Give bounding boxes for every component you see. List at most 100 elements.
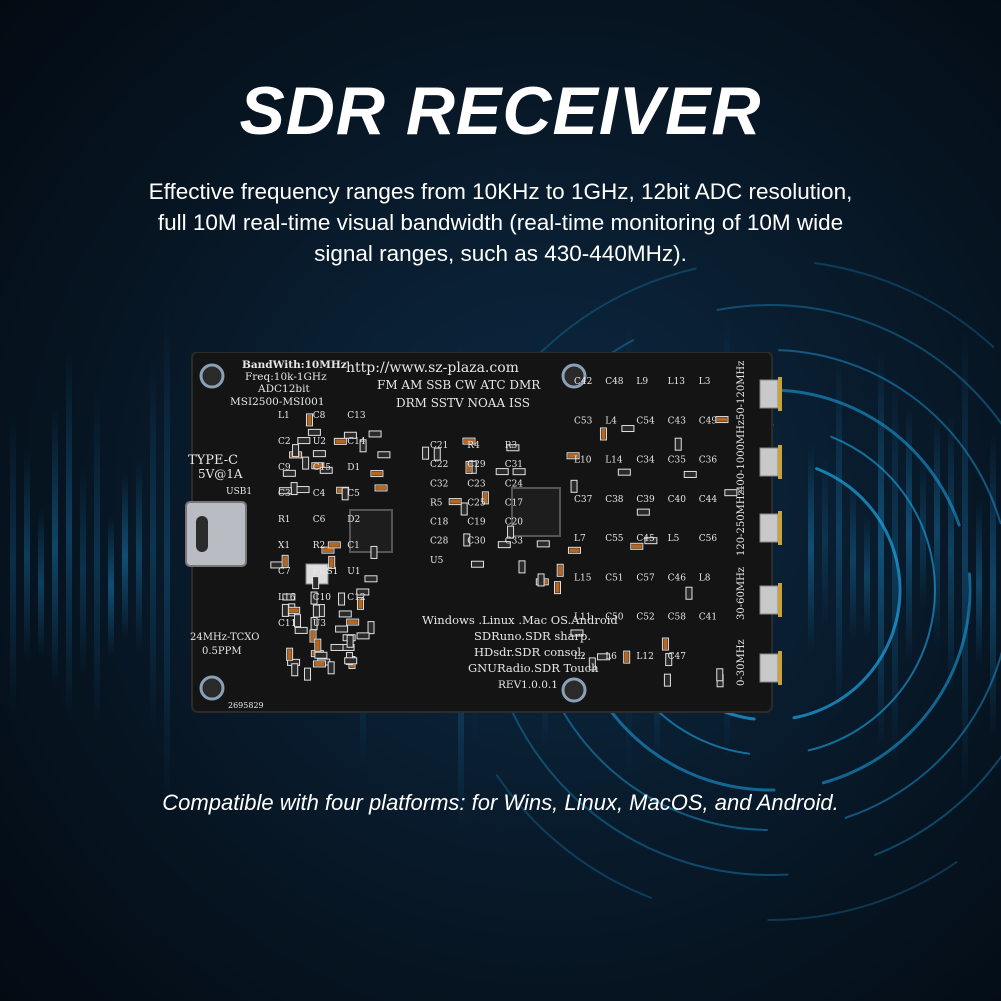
smd-pad xyxy=(518,560,526,574)
smd-pad xyxy=(304,667,312,681)
designator-label: L10 xyxy=(574,456,592,466)
designator-label: C17 xyxy=(505,498,524,508)
mounting-hole xyxy=(199,363,225,389)
smd-pad xyxy=(346,634,354,648)
designator-label: C24 xyxy=(505,479,524,489)
designator-label: L15 xyxy=(574,573,592,583)
equalizer-bar xyxy=(948,409,954,697)
smd-pad xyxy=(463,533,471,547)
smd-pad xyxy=(506,444,520,452)
sma-flange xyxy=(759,447,779,477)
smd-pad xyxy=(497,541,511,549)
smd-pad xyxy=(570,479,578,493)
mounting-holes xyxy=(199,363,587,703)
equalizer-bar xyxy=(934,414,940,650)
smd-pad xyxy=(377,451,391,459)
smd-pad xyxy=(617,468,631,476)
designator-label: C29 xyxy=(467,460,486,470)
smd-pad xyxy=(570,629,584,637)
sma-flange xyxy=(759,513,779,543)
smd-pad xyxy=(302,456,310,470)
equalizer-bar xyxy=(976,501,982,667)
designator-label: C18 xyxy=(430,518,449,528)
smd-pad xyxy=(495,468,509,476)
designator-label: C19 xyxy=(467,518,486,528)
sma-nut xyxy=(778,511,782,545)
smd-capacitor xyxy=(329,542,340,547)
designator-label: C25 xyxy=(467,498,486,508)
designator-label: C8 xyxy=(313,411,326,421)
spec-line-4: MSI2500-MSI001 xyxy=(230,396,325,408)
ic-chips xyxy=(305,487,561,585)
smd-capacitor xyxy=(312,463,323,468)
smd-capacitor xyxy=(450,499,461,504)
designator-label: L2 xyxy=(574,652,586,662)
smd-capacitor xyxy=(315,640,320,651)
designator-label: C22 xyxy=(430,460,448,470)
designator-label: C55 xyxy=(605,534,624,544)
band-label-2: 400-1000MHz xyxy=(736,420,747,492)
designator-label: C20 xyxy=(505,518,524,528)
description-line-3: signal ranges, such as 430-440MHz). xyxy=(314,241,687,266)
sma-flange xyxy=(759,379,779,409)
smd-capacitor xyxy=(322,548,333,553)
software-line-3: HDsdr.SDR consol. xyxy=(474,645,585,659)
equalizer-bar xyxy=(108,516,114,656)
equalizer-bar xyxy=(122,473,128,640)
description-line-1: Effective frequency ranges from 10KHz to… xyxy=(148,179,853,204)
sma-flange xyxy=(759,653,779,683)
designator-label: L5 xyxy=(668,534,680,544)
designator-label: C49 xyxy=(699,416,718,426)
designator-label: C43 xyxy=(668,416,687,426)
smd-capacitor xyxy=(287,649,292,660)
designator-label: C13 xyxy=(347,411,366,421)
smd-pad xyxy=(724,489,738,497)
designator-label: C48 xyxy=(605,377,624,387)
smd-pad xyxy=(338,610,352,618)
smd-pad xyxy=(674,437,682,451)
smd-capacitor xyxy=(716,417,727,422)
smd-pad xyxy=(588,657,596,671)
smd-capacitor xyxy=(314,661,325,666)
smd-pad xyxy=(282,469,296,477)
smd-capacitor xyxy=(663,639,668,650)
smd-components xyxy=(270,413,738,688)
equalizer-bar xyxy=(24,450,30,663)
smd-pad xyxy=(621,425,635,433)
smd-capacitor xyxy=(624,652,629,663)
band-label-1: 50-120MHz xyxy=(736,361,747,420)
designator-label: C46 xyxy=(668,573,687,583)
equalizer-bar xyxy=(892,372,898,765)
designator-label: C9 xyxy=(278,463,291,473)
equalizer-bar xyxy=(920,458,926,610)
smd-pad xyxy=(338,592,346,606)
smd-capacitor xyxy=(569,548,580,553)
equalizer-bar xyxy=(808,444,814,652)
designator-label: L8 xyxy=(699,573,711,583)
compatibility-caption: Compatible with four platforms: for Wins… xyxy=(162,790,839,815)
designator-label: C58 xyxy=(668,613,687,623)
smd-pad xyxy=(327,661,335,675)
smd-capacitor xyxy=(467,462,472,473)
smd-pad xyxy=(312,450,326,458)
smd-pad xyxy=(297,437,311,445)
designator-label: U2 xyxy=(313,437,326,447)
smd-pad xyxy=(344,657,358,665)
smd-pad xyxy=(597,653,611,661)
spec-line-3: ADC12bit xyxy=(257,383,310,395)
designator-label: D1 xyxy=(347,463,360,473)
designator-label: C39 xyxy=(636,495,655,505)
smd-pad xyxy=(296,486,310,494)
silkscreen: BandWith:10MHz Freq:10k-1GHz ADC12bit MS… xyxy=(188,359,747,710)
smd-capacitor xyxy=(288,608,299,613)
designator-label: L13 xyxy=(668,377,686,387)
designator-label: C35 xyxy=(668,456,687,466)
equalizer-bar xyxy=(38,507,44,658)
sma-connectors xyxy=(759,377,782,685)
designator-label: C41 xyxy=(699,613,717,623)
description-line-2: full 10M real-time visual bandwidth (rea… xyxy=(157,210,844,235)
equalizer-bar xyxy=(878,349,884,751)
sma-nut xyxy=(778,445,782,479)
smd-pad xyxy=(314,651,328,659)
designator-label: C30 xyxy=(467,537,486,547)
